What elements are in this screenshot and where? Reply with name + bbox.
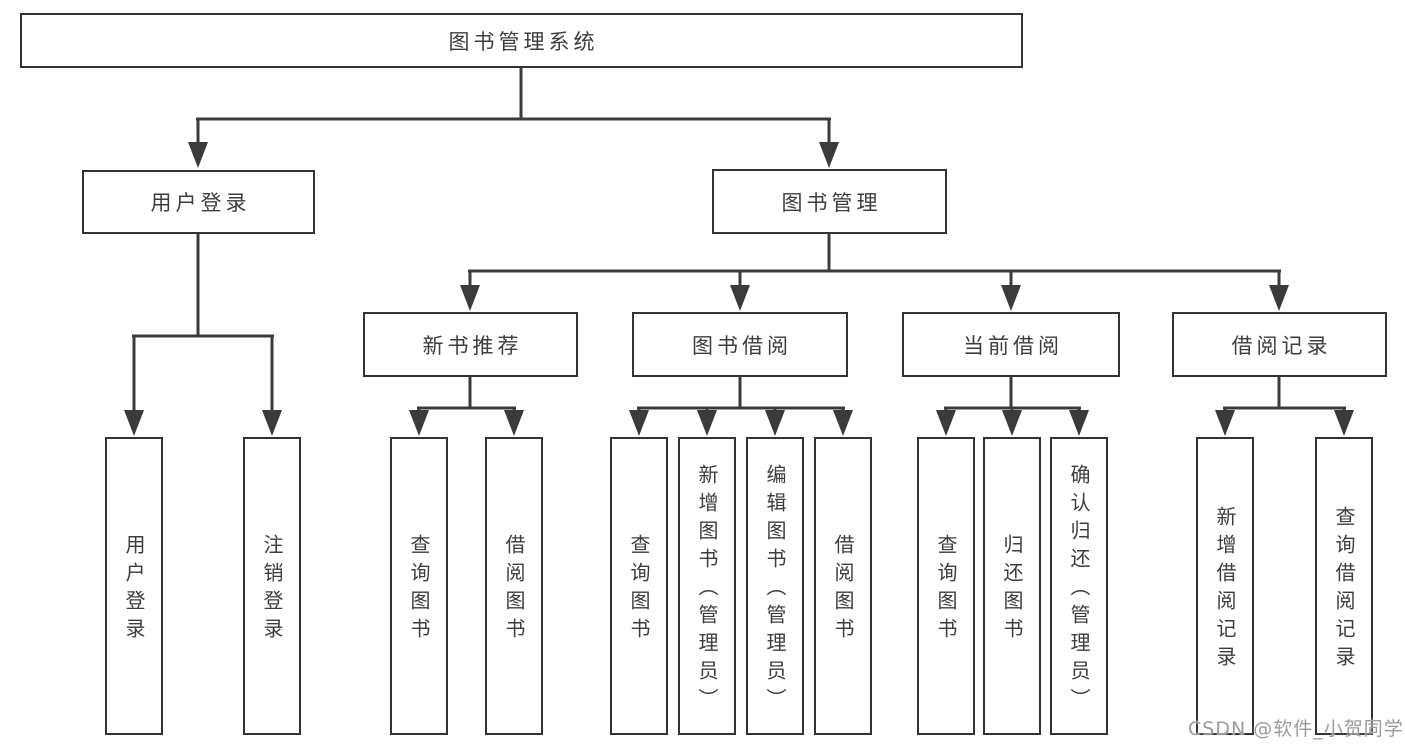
- connector-current-borrow-children: [936, 377, 1089, 436]
- node-label: 图书管理: [781, 190, 882, 215]
- node-label: 归还图书: [1000, 534, 1024, 646]
- node-label: 新书推荐: [422, 333, 523, 358]
- connector-new-book-children: [409, 377, 524, 436]
- node-current-borrowing: 当前借阅: [902, 312, 1120, 377]
- node-book-management-system: 图书管理系统: [20, 13, 1023, 68]
- node-label: 注销登录: [260, 534, 284, 646]
- node-user-login: 用户登录: [82, 170, 315, 234]
- leaf-query-books-newrec: 查询图书: [390, 437, 448, 735]
- node-book-management: 图书管理: [712, 169, 947, 234]
- leaf-confirm-return-admin: 确认归还（管理员）: [1050, 437, 1108, 735]
- leaf-return-books: 归还图书: [983, 437, 1041, 735]
- node-label: 借阅图书: [831, 534, 855, 646]
- leaf-logout: 注销登录: [243, 437, 301, 735]
- leaf-add-books-admin: 新增图书（管理员）: [678, 437, 736, 735]
- node-label: 新增借阅记录: [1213, 506, 1237, 674]
- connector-root-to-level2: [188, 68, 839, 168]
- connector-borrow-records-children: [1215, 377, 1354, 436]
- node-label: 借阅记录: [1231, 333, 1332, 358]
- node-label: 新增图书（管理员）: [695, 464, 719, 716]
- leaf-query-books-current: 查询图书: [917, 437, 975, 735]
- node-new-book-recommend: 新书推荐: [363, 312, 578, 377]
- node-label: 用户登录: [122, 534, 146, 646]
- leaf-query-borrow-record: 查询借阅记录: [1315, 437, 1373, 735]
- node-label: 图书借阅: [692, 333, 792, 358]
- connector-user-login-children: [124, 234, 282, 436]
- leaf-add-borrow-record: 新增借阅记录: [1196, 437, 1254, 735]
- csdn-watermark: CSDN @软件_小贺同学: [1188, 718, 1404, 740]
- leaf-borrow-books: 借阅图书: [814, 437, 872, 735]
- node-label: 图书管理系统: [448, 29, 599, 54]
- node-label: 查询图书: [934, 534, 958, 646]
- connector-book-mgmt-children: [460, 234, 1289, 311]
- node-label: 编辑图书（管理员）: [763, 464, 787, 716]
- node-borrowing-records: 借阅记录: [1172, 312, 1387, 377]
- leaf-user-login: 用户登录: [105, 437, 163, 735]
- leaf-borrow-books-newrec: 借阅图书: [485, 437, 543, 735]
- connector-book-borrow-children: [629, 377, 853, 436]
- node-label: 查询图书: [627, 534, 651, 646]
- node-label: 用户登录: [150, 191, 251, 215]
- node-label: 查询借阅记录: [1332, 506, 1356, 674]
- node-book-borrowing: 图书借阅: [632, 312, 848, 377]
- leaf-query-books-borrow: 查询图书: [610, 437, 668, 735]
- node-label: 确认归还（管理员）: [1067, 464, 1091, 716]
- leaf-edit-books-admin: 编辑图书（管理员）: [746, 437, 804, 735]
- node-label: 借阅图书: [502, 534, 526, 646]
- node-label: 当前借阅: [963, 333, 1063, 358]
- node-label: 查询图书: [407, 534, 431, 646]
